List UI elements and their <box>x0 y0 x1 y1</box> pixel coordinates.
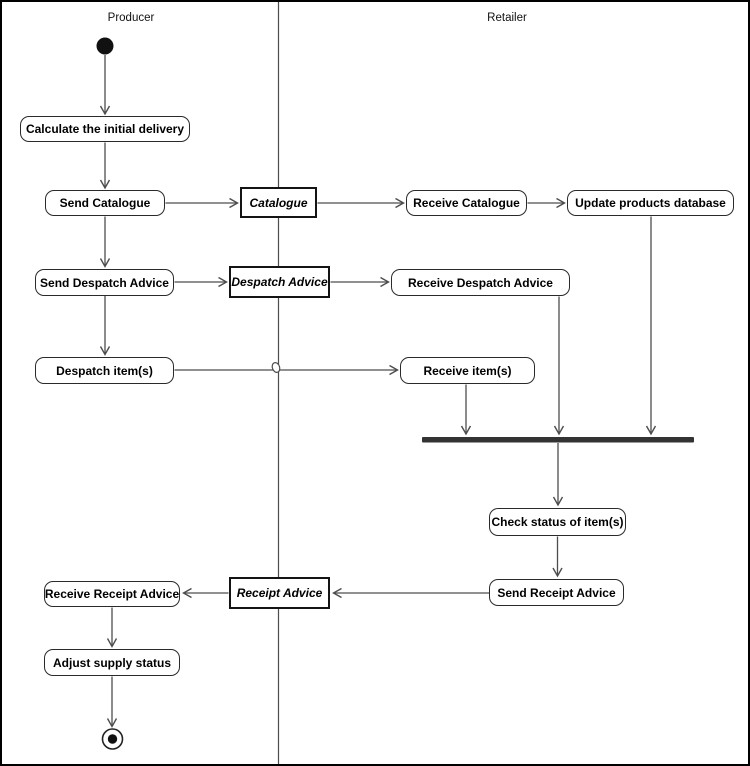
object-node-despatch-advice: Despatch Advice <box>229 266 330 298</box>
object-node-catalogue: Catalogue <box>240 187 317 218</box>
line-hop-icon <box>271 362 281 373</box>
activity-send-despatch-advice: Send Despatch Advice <box>35 269 174 296</box>
object-node-receipt-advice: Receipt Advice <box>229 577 330 609</box>
lane-label-retailer: Retailer <box>487 12 527 24</box>
lane-label-producer: Producer <box>107 12 155 24</box>
join-bar <box>422 437 694 443</box>
activity-calculate-initial-delivery: Calculate the initial delivery <box>20 116 190 142</box>
activity-check-status-of-items: Check status of item(s) <box>489 508 626 536</box>
activity-receive-despatch-advice: Receive Despatch Advice <box>391 269 570 296</box>
activity-receive-items: Receive item(s) <box>400 357 535 384</box>
activity-despatch-items: Despatch item(s) <box>35 357 174 384</box>
final-node-icon <box>101 728 124 750</box>
activity-adjust-supply-status: Adjust supply status <box>44 649 180 676</box>
activity-receive-receipt-advice: Receive Receipt Advice <box>44 581 180 607</box>
activity-send-receipt-advice: Send Receipt Advice <box>489 579 624 606</box>
activity-update-products-database: Update products database <box>567 190 734 216</box>
activity-send-catalogue: Send Catalogue <box>45 190 165 216</box>
activity-receive-catalogue: Receive Catalogue <box>406 190 527 216</box>
initial-node-icon <box>96 37 114 55</box>
